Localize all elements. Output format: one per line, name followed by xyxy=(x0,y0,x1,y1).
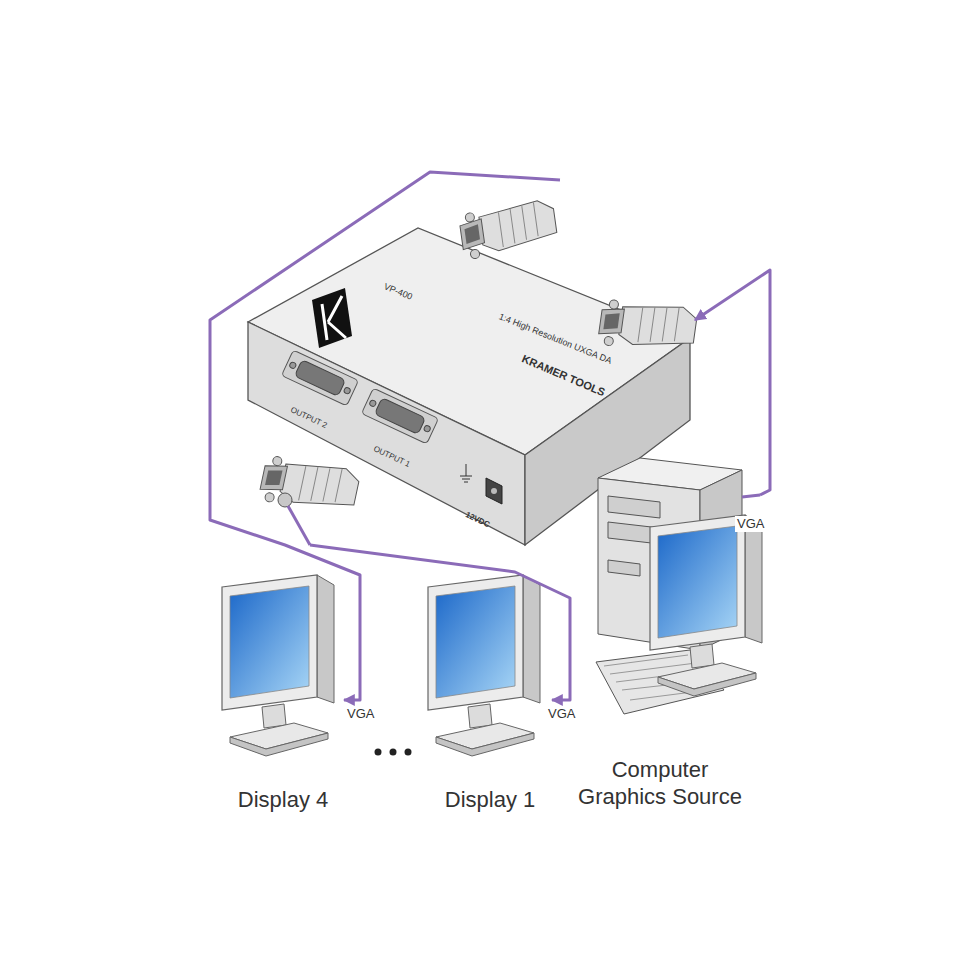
ellipsis-dot xyxy=(405,749,412,756)
output-socket xyxy=(361,388,438,444)
label-holder: 12VDC xyxy=(463,504,494,531)
display-caption: Display 4 xyxy=(224,787,342,813)
device-label: OUTPUT 2 xyxy=(289,405,329,430)
ellipsis-dot xyxy=(390,749,397,756)
vga-plug xyxy=(458,199,559,260)
drive-bay xyxy=(608,560,640,576)
power-jack-pin xyxy=(491,488,497,494)
display-monitor xyxy=(428,575,540,756)
device-label: OUTPUT 1 xyxy=(372,444,412,469)
power-jack xyxy=(486,478,502,504)
drive-bay xyxy=(608,496,660,518)
device-node: Display 4 xyxy=(222,565,344,813)
label-holder: OUTPUT 2 xyxy=(288,399,331,432)
device-label: 12VDC xyxy=(464,510,491,529)
device-node: Display 1 xyxy=(428,565,552,813)
vga-plug xyxy=(258,452,361,519)
display-caption: Computer Graphics Source xyxy=(571,757,749,810)
brand-logo-mark xyxy=(322,296,346,340)
label-holder: VP-400 xyxy=(382,276,417,304)
ground-symbol xyxy=(460,464,472,482)
signal-label: VGA xyxy=(735,516,766,532)
output-socket xyxy=(281,350,358,406)
device-node: Computer Graphics Source xyxy=(560,450,760,810)
cable-end xyxy=(278,493,292,507)
display-monitor xyxy=(222,575,334,756)
device-label: 1:4 High Resolution UXGA DA xyxy=(497,311,613,366)
vga-cable xyxy=(210,172,560,700)
label-holder: 1:4 High Resolution UXGA DA xyxy=(497,306,616,368)
signal-label: VGA xyxy=(546,706,577,722)
housing-front xyxy=(248,322,525,545)
signal-label: VGA xyxy=(345,706,376,722)
cable xyxy=(288,506,310,545)
label-holder: OUTPUT 1 xyxy=(371,438,414,471)
vga-plug xyxy=(597,296,698,357)
device-box: KRAMER TOOLS1:4 High Resolution UXGA DAV… xyxy=(245,180,695,545)
device-label: VP-400 xyxy=(382,281,414,302)
ellipsis-dot xyxy=(375,749,382,756)
vga-cable xyxy=(310,545,570,700)
computer-monitor xyxy=(650,515,762,696)
vga-cable xyxy=(695,270,770,495)
brand-logo xyxy=(312,288,352,348)
computer xyxy=(596,458,762,714)
distribution-amplifier xyxy=(248,228,690,545)
display-caption: Display 1 xyxy=(430,787,550,813)
cable xyxy=(742,495,760,497)
